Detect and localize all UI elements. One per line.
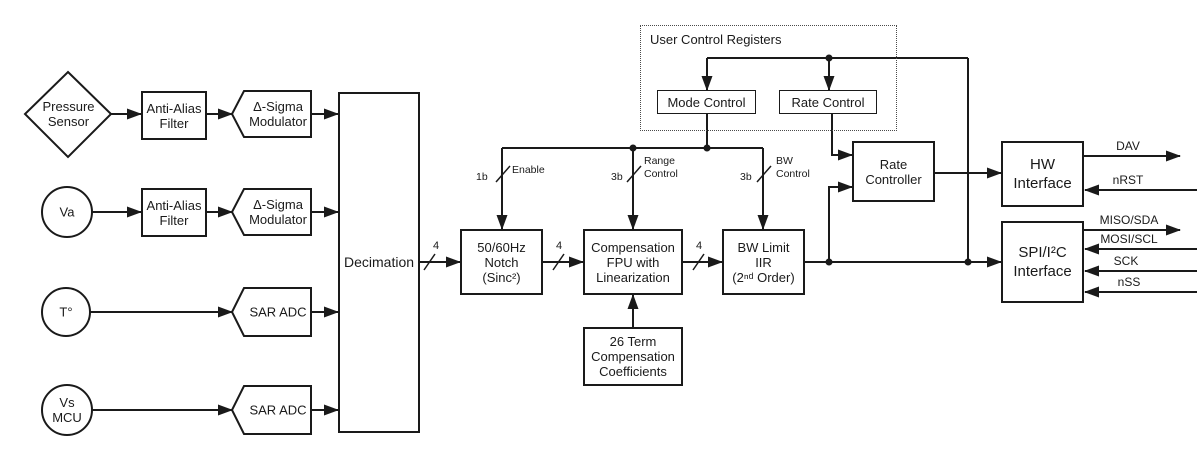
delta-sigma-modulator-1-shape — [230, 90, 312, 138]
bw-control-label: BW Control — [776, 155, 810, 181]
label-line: BW — [776, 155, 793, 167]
sar-adc-1-shape — [230, 287, 312, 337]
label-line: Filter — [159, 115, 189, 131]
bus-width-label-3: 4 — [695, 240, 703, 252]
sar-adc-2-label: SAR ADC — [238, 403, 318, 418]
label-line: Rate — [879, 156, 908, 172]
sar-adc-1-label: SAR ADC — [238, 305, 318, 320]
label-line: Pressure — [42, 99, 95, 114]
label-line: Interface — [1013, 175, 1072, 192]
bus-slash-1 — [423, 253, 436, 271]
label-line: SAR ADC — [249, 402, 307, 418]
compensation-coefficients-block: 26 Term Compensation Coefficients — [583, 327, 683, 386]
label-line: IIR — [755, 254, 772, 270]
enable-label: Enable — [512, 164, 545, 176]
notch-filter-block: 50/60Hz Notch (Sinc²) — [460, 229, 543, 295]
label-line: Linearization — [596, 269, 670, 285]
range-bits-label: 3b — [611, 171, 623, 183]
label-line: Filter — [159, 212, 189, 228]
bw-slash — [756, 165, 772, 183]
bus-width-label-2: 4 — [555, 240, 563, 252]
label-line: Δ-Sigma — [253, 99, 303, 114]
dav-signal-label: DAV — [1116, 139, 1140, 153]
rate-controller-block: Rate Controller — [852, 141, 935, 202]
mode-control-register-block: Mode Control — [657, 90, 756, 114]
nss-signal-label: nSS — [1117, 275, 1141, 289]
label-line: (2ⁿᵈ Order) — [732, 269, 795, 285]
arrow-ratecontrol-to-ratecontroller — [831, 113, 853, 161]
user-control-registers-group — [640, 25, 897, 131]
sck-signal-label: SCK — [1113, 254, 1139, 268]
label-line: Decimation — [343, 254, 415, 270]
spi-i2c-interface-block: SPI/I²C Interface — [1001, 221, 1084, 303]
bw-limit-iir-block: BW Limit IIR (2ⁿᵈ Order) — [722, 229, 805, 295]
decimation-block: Decimation — [338, 92, 420, 433]
compensation-fpu-block: Compensation FPU with Linearization — [583, 229, 683, 295]
junction-dot — [703, 144, 711, 152]
bus-slash-2 — [552, 253, 565, 271]
label-line: (Sinc²) — [482, 269, 521, 285]
delta-sigma-modulator-2-label: Δ-Sigma Modulator — [238, 197, 318, 227]
label-line: Rate Control — [791, 94, 865, 110]
junction-dot — [629, 144, 637, 152]
label-line: Range — [644, 155, 675, 167]
va-source-label: Va — [37, 205, 97, 220]
anti-alias-filter-2-block: Anti-Alias Filter — [141, 188, 207, 237]
label-line: Sensor — [47, 114, 90, 129]
label-line: Control — [776, 168, 810, 180]
label-line: Control — [644, 168, 678, 180]
nrst-signal-label: nRST — [1112, 173, 1144, 187]
label-line: Compensation — [591, 349, 675, 364]
hw-interface-block: HW Interface — [1001, 141, 1084, 207]
label-line: Mode Control — [667, 94, 746, 110]
bus-slash-3 — [692, 253, 705, 271]
label-line: 26 Term — [609, 334, 657, 349]
label-line: Va — [59, 204, 75, 220]
label-line: Anti-Alias — [146, 197, 202, 213]
junction-dot — [964, 258, 972, 266]
junction-dots — [629, 54, 972, 266]
label-line: Controller — [865, 171, 922, 187]
label-line: HW — [1030, 156, 1055, 173]
delta-sigma-modulator-1-label: Δ-Sigma Modulator — [238, 99, 318, 129]
sar-adc-2-shape — [230, 385, 312, 435]
enable-bits-label: 1b — [476, 171, 488, 183]
junction-dot — [825, 258, 833, 266]
label-line: 50/60Hz — [477, 239, 526, 255]
anti-alias-filter-1-block: Anti-Alias Filter — [141, 91, 207, 140]
label-line: Anti-Alias — [146, 100, 202, 116]
label-line: FPU with — [606, 254, 660, 270]
rate-control-register-block: Rate Control — [779, 90, 877, 114]
label-line: Compensation — [591, 239, 675, 255]
mosi-scl-signal-label: MOSI/SCL — [1100, 232, 1158, 246]
label-line: Modulator — [249, 114, 307, 129]
arrow-databus-to-ratecontroller — [828, 181, 853, 262]
bw-bits-label: 3b — [740, 171, 752, 183]
range-control-label: Range Control — [644, 155, 678, 181]
label-line: Modulator — [249, 212, 307, 227]
label-line: MCU — [52, 410, 82, 425]
label-line: Notch — [484, 254, 519, 270]
range-slash — [626, 165, 642, 183]
enable-slash — [495, 165, 511, 183]
pressure-sensor-shape — [23, 70, 113, 159]
vs-mcu-source-label: Vs MCU — [37, 395, 97, 425]
label-line: T° — [59, 304, 73, 320]
label-line: Coefficients — [599, 364, 667, 379]
label-line: BW Limit — [737, 239, 790, 255]
user-control-registers-title: User Control Registers — [650, 32, 782, 47]
junction-dot — [825, 54, 833, 62]
pressure-sensor-label: Pressure Sensor — [26, 99, 111, 129]
label-line: Δ-Sigma — [253, 197, 303, 212]
miso-sda-signal-label: MISO/SDA — [1099, 213, 1159, 227]
bus-width-label-1: 4 — [432, 240, 440, 252]
label-line: Vs — [59, 395, 75, 410]
temp-source-label: T° — [36, 305, 96, 320]
label-line: SPI/I²C — [1018, 244, 1067, 261]
label-line: SAR ADC — [249, 304, 307, 320]
bus-slash-marks — [423, 165, 772, 271]
delta-sigma-modulator-2-shape — [230, 188, 312, 236]
label-line: Interface — [1013, 263, 1072, 280]
